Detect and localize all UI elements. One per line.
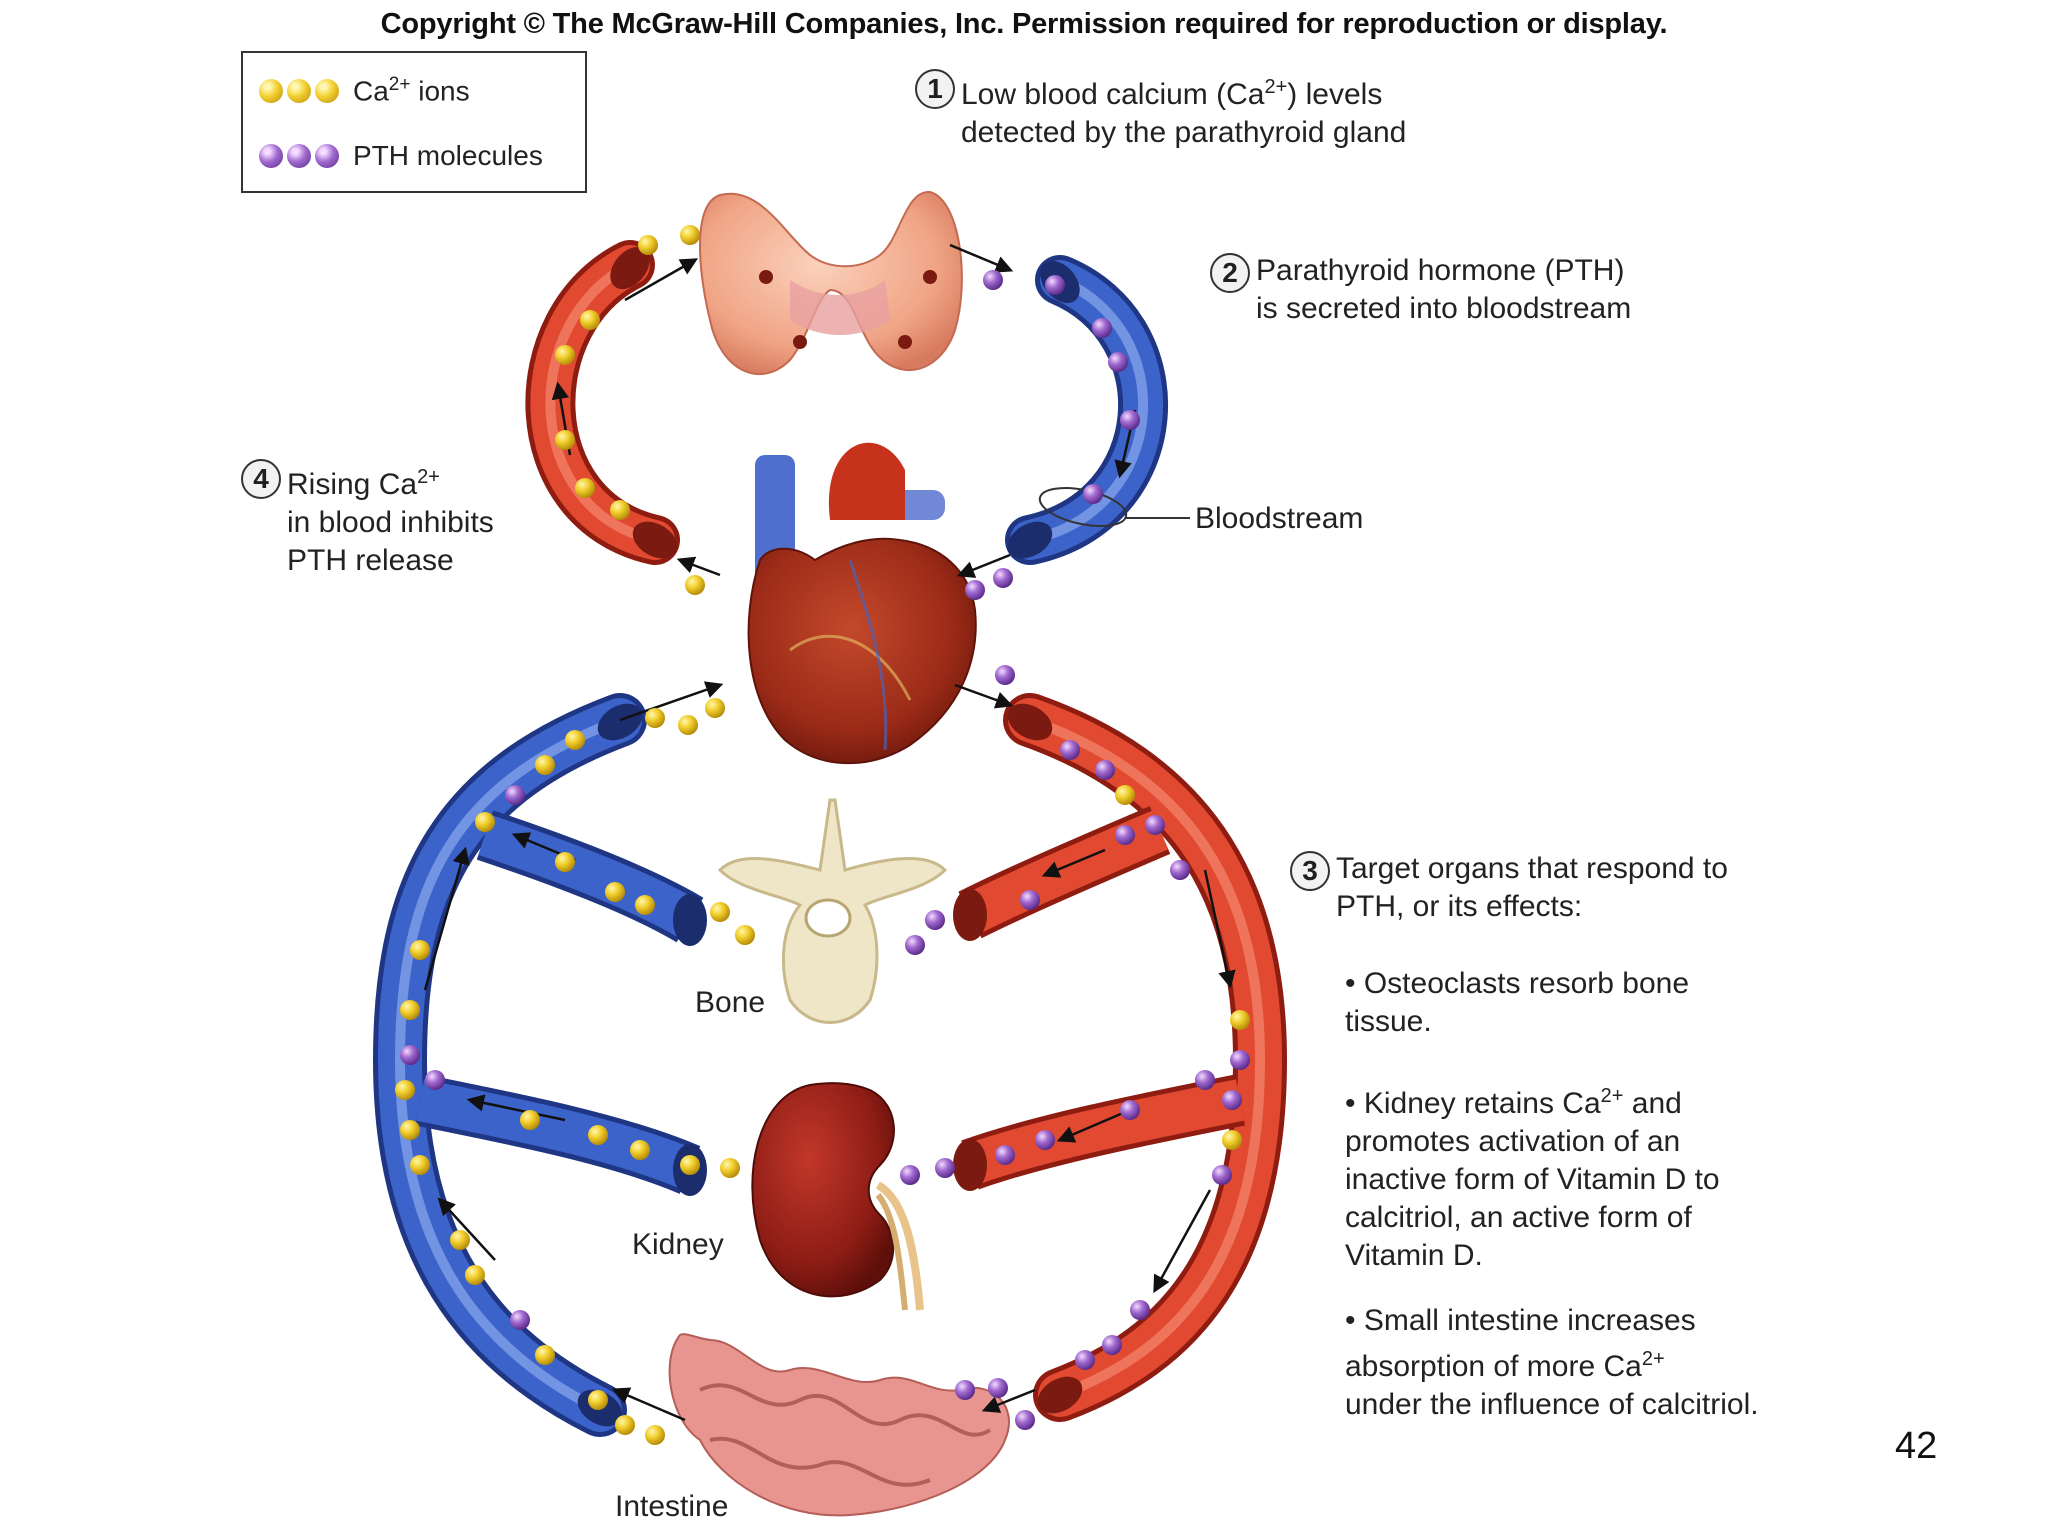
step-3-text: Target organs that respond to PTH, or it… [1336, 852, 1728, 923]
step-2-text: Parathyroid hormone (PTH) is secreted in… [1256, 254, 1632, 325]
bullet-intestine: • Small intestine increases absorption o… [1345, 1304, 1759, 1421]
legend-pth-label: PTH molecules [353, 140, 543, 171]
step-4-number: 4 [241, 459, 281, 499]
legend-calcium-sup: 2+ [388, 74, 411, 96]
legend-calcium-base: Ca [353, 75, 389, 107]
legend-item-calcium: Ca2+ ions [259, 71, 470, 111]
lower-artery [953, 693, 1288, 1422]
intestine [668, 1333, 1010, 1517]
step-4-text: Rising Ca2+ in blood inhibits PTH releas… [287, 466, 494, 577]
legend-item-pth: PTH molecules [259, 136, 543, 176]
step-3: 3 Target organs that respond to PTH, or … [1290, 850, 1728, 926]
step-3-number: 3 [1290, 851, 1330, 891]
copyright-notice: Copyright © The McGraw-Hill Companies, I… [380, 8, 1668, 40]
label-intestine: Intestine [615, 1490, 729, 1523]
legend-calcium-rest: ions [410, 75, 470, 107]
calcium-ions [395, 225, 1250, 1445]
label-bone: Bone [695, 986, 766, 1019]
step-2: 2 Parathyroid hormone (PTH) is secreted … [1210, 252, 1631, 328]
step-1: 1 Low blood calcium (Ca2+) levels detect… [915, 68, 1406, 152]
vertebra-bone [717, 798, 948, 1024]
flow-arrows [423, 243, 1236, 1422]
heart [747, 442, 977, 765]
pth-molecules [400, 270, 1250, 1430]
step-1-number: 1 [915, 69, 955, 109]
lower-vein [372, 693, 707, 1437]
kidney [751, 1082, 924, 1311]
pth-molecule-icon [259, 144, 339, 168]
legend-box: Ca2+ ions PTH molecules [241, 51, 587, 193]
upper-artery [525, 240, 680, 565]
bullet-osteoclasts: • Osteoclasts resorb bone tissue. [1345, 967, 1690, 1038]
label-kidney: Kidney [632, 1228, 724, 1261]
page-number: 42 [1895, 1425, 1938, 1467]
step-2-number: 2 [1210, 253, 1250, 293]
upper-vein [1005, 255, 1190, 565]
step-4: 4 Rising Ca2+ in blood inhibits PTH rele… [241, 458, 494, 580]
label-bloodstream: Bloodstream [1195, 502, 1364, 535]
calcium-ion-icon [259, 79, 339, 103]
bullet-kidney: • Kidney retains Ca2+ and promotes activ… [1345, 1085, 1720, 1272]
step-1-text: Low blood calcium (Ca2+) levels detected… [961, 76, 1407, 149]
parathyroid-gland [699, 190, 963, 376]
